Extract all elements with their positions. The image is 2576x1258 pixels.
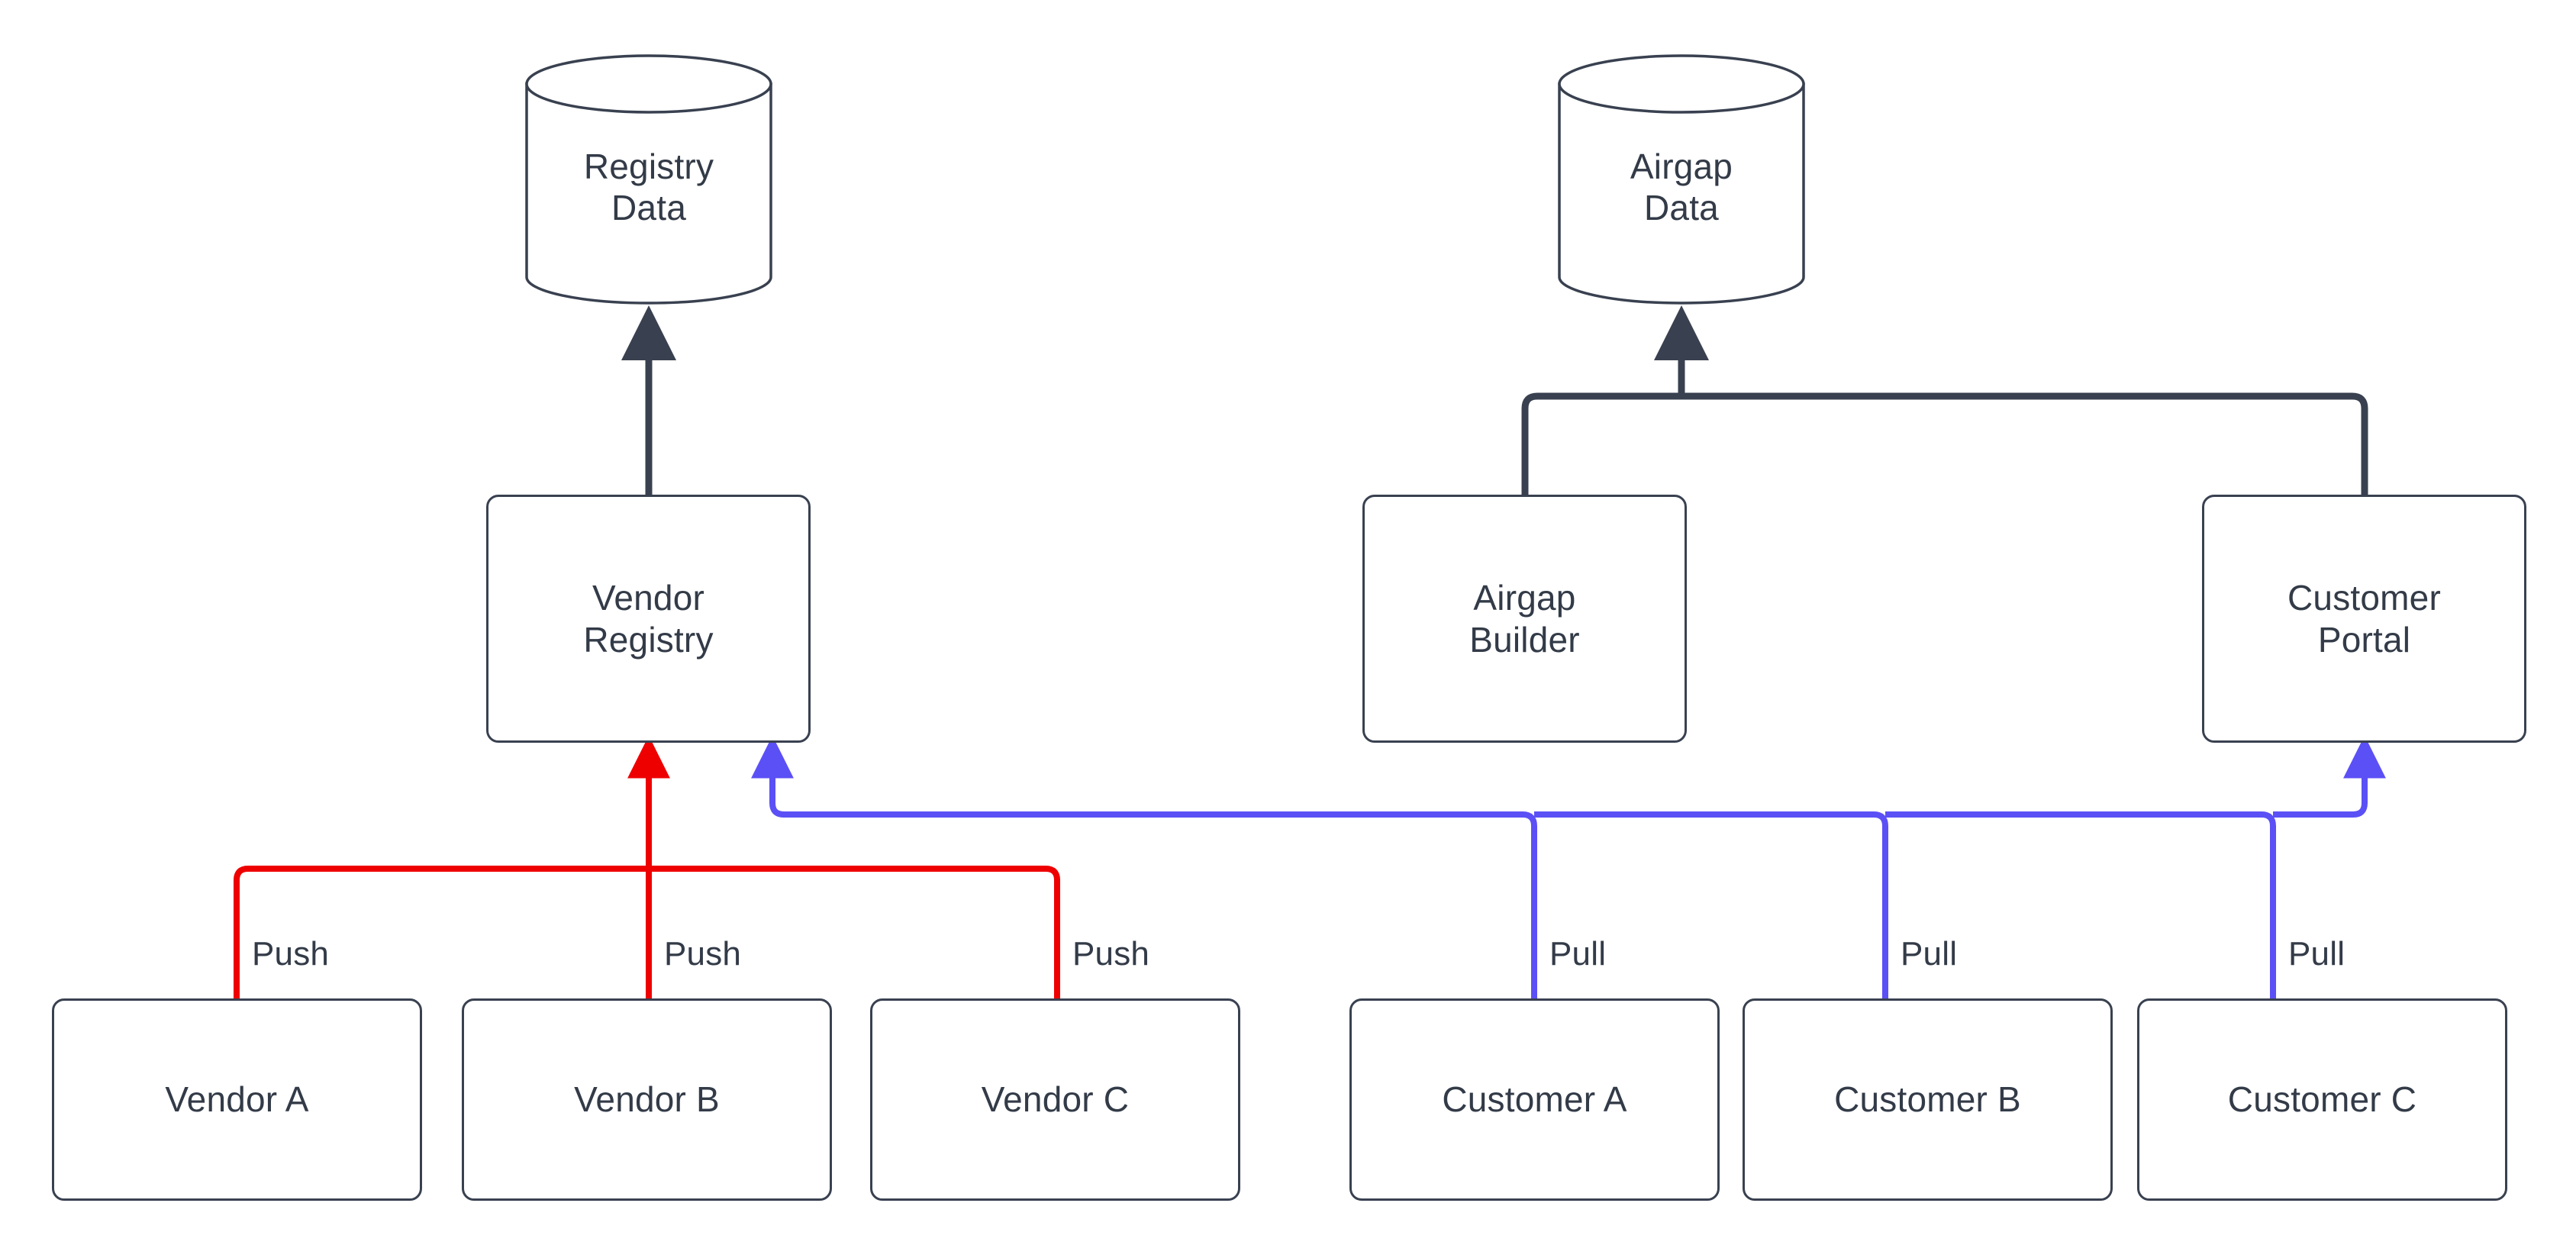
- airgap-data-label: Airgap Data: [1630, 146, 1733, 227]
- edge-customer-portal-to-airgap-data: [1681, 392, 2368, 495]
- edge-label-push-vendor-b: Push: [664, 935, 742, 973]
- edge-label-pull-customer-a: Pull: [1549, 935, 1607, 973]
- edge-label-pull-customer-c: Pull: [2288, 935, 2345, 973]
- node-customer-c[interactable]: Customer C: [2137, 998, 2507, 1201]
- node-vendor-c[interactable]: Vendor C: [870, 998, 1240, 1201]
- edge-airgap-builder-to-airgap-data: [1521, 305, 1709, 495]
- node-customer-portal[interactable]: Customer Portal: [2202, 495, 2526, 743]
- edge-pull-to-customer-portal: [2273, 735, 2386, 818]
- node-vendor-a[interactable]: Vendor A: [52, 998, 422, 1201]
- node-vendor-b[interactable]: Vendor B: [462, 998, 832, 1201]
- edge-vendor-c-push: [649, 866, 1060, 998]
- edge-label-push-vendor-c: Push: [1072, 935, 1150, 973]
- node-customer-b[interactable]: Customer B: [1743, 998, 2113, 1201]
- edge-customer-a-pull: [751, 735, 1537, 998]
- edge-label-push-vendor-a: Push: [252, 935, 330, 973]
- node-airgap-builder[interactable]: Airgap Builder: [1362, 495, 1687, 743]
- registry-data-label: Registry Data: [583, 146, 714, 227]
- edge-vendor-a-push: [234, 866, 649, 998]
- node-customer-a[interactable]: Customer A: [1349, 998, 1720, 1201]
- node-vendor-registry[interactable]: Vendor Registry: [486, 495, 811, 743]
- edge-label-pull-customer-b: Pull: [1901, 935, 1958, 973]
